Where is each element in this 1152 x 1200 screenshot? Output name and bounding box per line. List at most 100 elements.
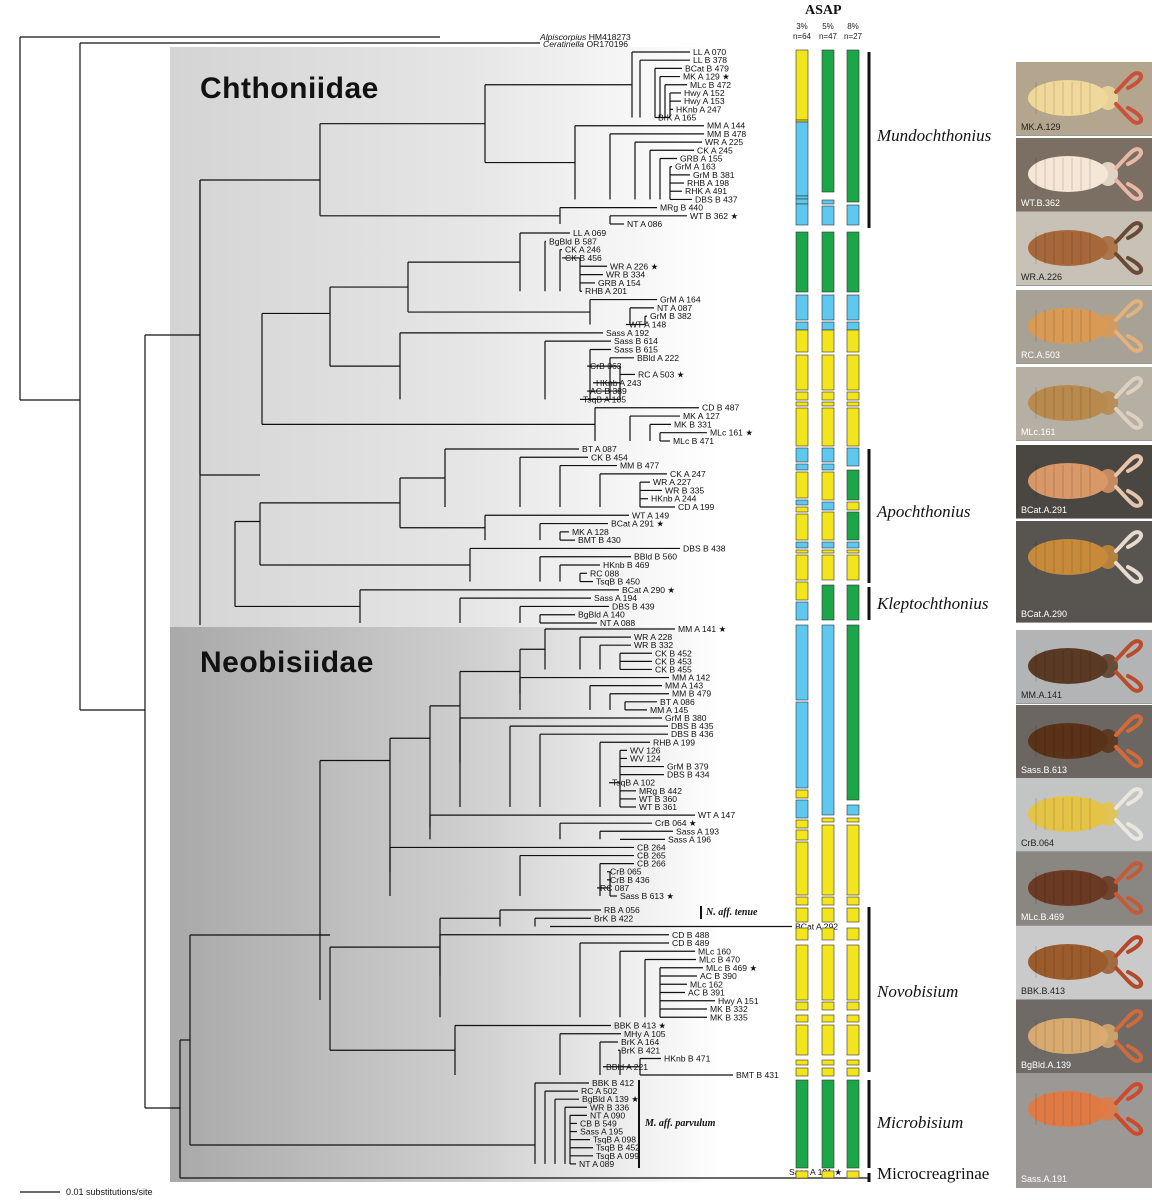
asap-column-header: 5%n=47 bbox=[813, 22, 843, 42]
tip-label: CK A 247 bbox=[670, 469, 706, 479]
tip-label: CB 266 bbox=[637, 859, 666, 869]
asap-partition-block bbox=[846, 817, 860, 823]
specimen-label: MLc.B.469 bbox=[1021, 912, 1065, 922]
tip-label: DBS B 439 bbox=[612, 601, 655, 611]
asap-partition-block bbox=[846, 824, 860, 896]
tip-label: Sass B 614 bbox=[614, 336, 658, 346]
asap-partition-block bbox=[821, 231, 835, 293]
tip-label: DBS B 435 bbox=[671, 721, 714, 731]
tip-label: MHy A 105 bbox=[624, 1029, 666, 1039]
specimen-label: Sass.A.191 bbox=[1021, 1174, 1068, 1184]
asap-partition-block bbox=[821, 1024, 835, 1056]
asap-partition-block bbox=[846, 584, 860, 621]
asap-partition-block bbox=[821, 624, 835, 816]
asap-partition-block bbox=[821, 407, 835, 447]
tip-label: Sass A 191 ★ bbox=[789, 1167, 842, 1177]
tip-label: Sass A 196 bbox=[668, 834, 711, 844]
tip-label: CrB 064 ★ bbox=[655, 818, 697, 828]
asap-partition-block bbox=[795, 463, 809, 471]
tree-branches bbox=[19, 36, 870, 1179]
asap-partition-block bbox=[821, 501, 835, 511]
outgroup-label: Alpiscorpius HM418273 bbox=[539, 32, 631, 42]
tip-label: Sass B 613 ★ bbox=[620, 891, 674, 901]
asap-partition-block bbox=[846, 1059, 860, 1066]
tip-label: MK B 331 bbox=[674, 419, 712, 429]
tip-label: CK A 246 bbox=[565, 245, 601, 255]
asap-partition-block bbox=[821, 1059, 835, 1066]
tip-label: HKnb A 247 bbox=[676, 104, 722, 114]
asap-column-header: 3%n=64 bbox=[787, 22, 817, 42]
tip-label: MLc 162 bbox=[690, 979, 723, 989]
tip-label: Hwy A 153 bbox=[684, 96, 725, 106]
asap-partition-block bbox=[795, 927, 809, 941]
asap-partition-block bbox=[795, 121, 809, 197]
asap-partition-block bbox=[795, 513, 809, 541]
tip-label: AC B 391 bbox=[688, 988, 725, 998]
asap-partition-block bbox=[795, 829, 809, 841]
specimen-photo: Sass.B.613 bbox=[1016, 705, 1152, 779]
asap-partition-block bbox=[821, 199, 835, 205]
asap-threshold: 5% bbox=[822, 22, 834, 31]
pseudoscorpion-illustration bbox=[1028, 935, 1143, 989]
asap-partition-block bbox=[846, 407, 860, 447]
asap-partition-block bbox=[846, 554, 860, 581]
asap-count: n=64 bbox=[792, 32, 812, 41]
specimen-photo: BgBld.A.139 bbox=[1016, 1000, 1152, 1074]
asap-partition-block bbox=[846, 329, 860, 353]
tip-label: DBS B 436 bbox=[671, 729, 714, 739]
tip-label: BgBld A 139 ★ bbox=[582, 1094, 639, 1104]
tip-label: WR A 226 ★ bbox=[610, 261, 659, 271]
asap-partition-block bbox=[795, 391, 809, 401]
pseudoscorpion-illustration bbox=[1028, 299, 1143, 353]
asap-partition-block bbox=[821, 549, 835, 554]
asap-partition-block bbox=[821, 447, 835, 463]
tip-label: WR B 336 bbox=[590, 1102, 629, 1112]
tip-label: MK A 128 bbox=[572, 527, 609, 537]
asap-column-header: 8%n=27 bbox=[838, 22, 868, 42]
specimen-photo: CrB.064 bbox=[1016, 778, 1152, 852]
tip-label: CrB 063 bbox=[590, 361, 622, 371]
tip-label: CB B 549 bbox=[580, 1118, 617, 1128]
asap-partition-block bbox=[846, 907, 860, 923]
asap-partition-block bbox=[821, 401, 835, 407]
asap-partition-block bbox=[821, 896, 835, 906]
tip-label: BCat B 479 bbox=[685, 63, 729, 73]
specimen-label: MLc.161 bbox=[1021, 427, 1056, 437]
clade-note-tenue: N. aff. tenue bbox=[705, 907, 758, 918]
specimen-label: Sass.B.613 bbox=[1021, 765, 1068, 775]
asap-partition-block bbox=[795, 321, 809, 331]
tip-label: MM B 479 bbox=[672, 689, 711, 699]
tip-label: BCat A 290 ★ bbox=[622, 585, 675, 595]
tip-label: MLc B 470 bbox=[699, 955, 740, 965]
tip-label: CK B 453 bbox=[655, 656, 692, 666]
asap-threshold: 3% bbox=[796, 22, 808, 31]
asap-partition-block bbox=[846, 1001, 860, 1011]
tip-label: WV 126 bbox=[630, 745, 661, 755]
tip-label: GrM B 379 bbox=[667, 762, 709, 772]
asap-partition-block bbox=[795, 1079, 809, 1169]
specimen-photo: Sass.A.191 bbox=[1016, 1073, 1152, 1188]
asap-partition-block bbox=[821, 1001, 835, 1011]
tip-label: RC 088 bbox=[590, 568, 619, 578]
tip-label: BCat A 292 bbox=[795, 922, 838, 932]
tip-label: RC A 502 bbox=[581, 1086, 618, 1096]
tip-label: WR A 225 bbox=[705, 137, 743, 147]
tip-label: MLc B 469 ★ bbox=[706, 963, 757, 973]
tip-label: LL A 070 bbox=[693, 47, 726, 57]
tip-label: Sass A 195 bbox=[580, 1127, 623, 1137]
asap-partition-block bbox=[821, 1014, 835, 1023]
asap-partition-block bbox=[821, 824, 835, 896]
asap-partition-block bbox=[795, 407, 809, 447]
tip-label: BBld A 222 bbox=[637, 353, 679, 363]
tip-label: NT A 086 bbox=[627, 219, 662, 229]
asap-partition-block bbox=[846, 354, 860, 391]
tip-label: GrM A 163 bbox=[675, 162, 716, 172]
tip-label: MK B 335 bbox=[710, 1012, 748, 1022]
genus-label-apochthonius: Apochthonius bbox=[877, 502, 971, 521]
specimen-label: CrB.064 bbox=[1021, 838, 1055, 848]
asap-partition-block bbox=[795, 1001, 809, 1011]
pseudoscorpion-illustration bbox=[1028, 221, 1143, 275]
asap-partition-block bbox=[846, 501, 860, 511]
asap-partition-block bbox=[821, 329, 835, 353]
tip-label: NT A 090 bbox=[590, 1110, 625, 1120]
